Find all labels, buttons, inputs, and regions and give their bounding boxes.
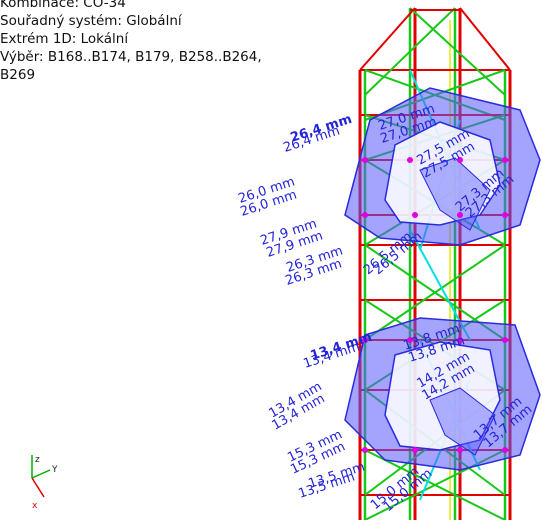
selection-text-line2: B269 — [0, 67, 36, 83]
brace-top-5 — [364, 7, 456, 96]
axis-triad: z Y x — [31, 455, 58, 511]
brace-top-3 — [459, 7, 511, 71]
info-panel: Kombinace: CO-34 Souřadný systém: Globál… — [0, 0, 262, 84]
node — [362, 212, 368, 218]
node — [502, 212, 508, 218]
axis-x-line — [31, 477, 45, 498]
combination-text: Kombinace: CO-34 — [0, 0, 126, 11]
selection-text-line1: Výběr: B168..B174, B179, B258..B264, — [0, 49, 262, 65]
axis-x-label: x — [32, 501, 38, 511]
node — [412, 212, 418, 218]
node — [457, 447, 463, 453]
node — [502, 337, 508, 343]
deform-band-lower-inner — [384, 341, 501, 451]
deform-band-upper-mid — [419, 157, 491, 231]
brace-top-2 — [359, 7, 416, 71]
brace-top-4 — [409, 7, 506, 96]
nodes — [362, 157, 508, 453]
node — [457, 157, 463, 163]
node — [502, 447, 508, 453]
node — [407, 157, 413, 163]
coord-system-text: Souřadný systém: Globální — [0, 13, 182, 29]
deformation-ring-upper — [344, 87, 541, 246]
deform-band-upper-inner — [384, 121, 501, 226]
diag-4 — [364, 244, 506, 341]
node — [362, 447, 368, 453]
deform-band-lower-mid — [429, 387, 496, 456]
node — [502, 157, 508, 163]
axis-y-line — [31, 469, 51, 479]
node — [362, 337, 368, 343]
node — [407, 337, 413, 343]
deformation-ring-lower — [344, 317, 541, 471]
node — [457, 212, 463, 218]
node — [457, 337, 463, 343]
node — [412, 447, 418, 453]
axis-z-label: z — [35, 455, 40, 465]
extreme-text: Extrém 1D: Lokální — [0, 31, 129, 47]
node — [362, 157, 368, 163]
axis-y-label: Y — [51, 465, 58, 475]
